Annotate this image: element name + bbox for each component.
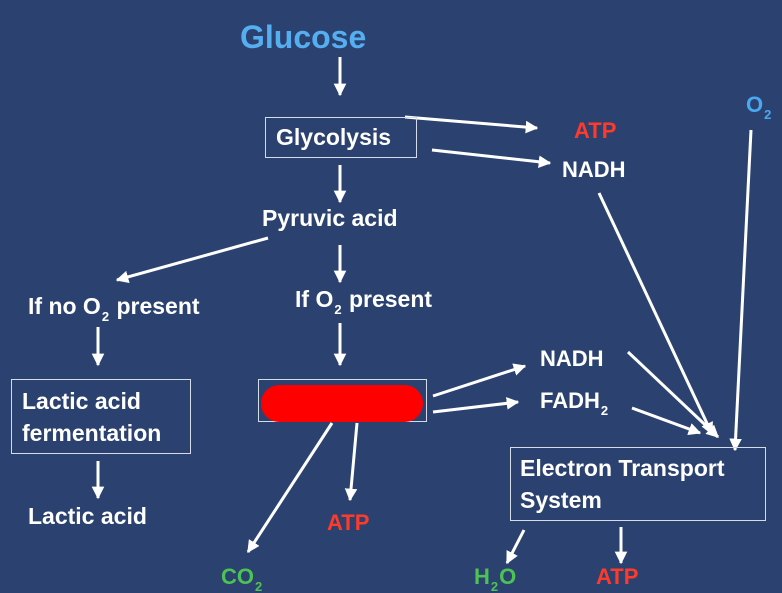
atp-ets-label: ATP (596, 564, 639, 589)
lactic-fermentation-box (11, 379, 191, 454)
glycolysis-box (265, 117, 417, 158)
co2-label: CO2 (221, 564, 263, 593)
electron-transport-box (510, 447, 766, 521)
arrow-krebs-to-nadh (432, 363, 527, 398)
lactic-fermentation-line2: fermentation (22, 420, 162, 446)
redaction-mark (261, 385, 423, 422)
arrow-krebs-to-fadh2 (432, 397, 520, 414)
fadh2-label: FADH2 (540, 388, 609, 418)
nadh-glycolysis-label: NADH (562, 157, 626, 182)
h2o-label: H2O (474, 564, 517, 593)
arrow-krebs-to-co2 (246, 422, 334, 554)
pyruvic-acid-label: Pyruvic acid (262, 205, 398, 231)
lactic-acid-label: Lactic acid (28, 503, 147, 529)
atp-glycolysis-label: ATP (574, 118, 617, 143)
arrow-nadh-glycolysis-to-ets (597, 192, 714, 436)
arrow-glycolysis-to-atp (404, 115, 539, 134)
electron-transport-line2: System (520, 487, 602, 513)
arrow-fadh2-to-ets (631, 406, 702, 436)
arrow-glycolysis-to-nadh (431, 148, 552, 169)
arrow-ets-to-h2o (505, 529, 526, 565)
nadh-krebs-label: NADH (540, 346, 604, 371)
glucose-label: Glucose (240, 19, 367, 55)
arrow-pyruvic-to-no-o2 (115, 236, 269, 284)
electron-transport-line1: Electron Transport (520, 455, 725, 481)
arrow-o2-to-ets (729, 129, 753, 452)
arrow-nadh-krebs-to-ets (626, 350, 720, 439)
glycolysis-label: Glycolysis (276, 124, 392, 150)
atp-krebs-label: ATP (327, 510, 370, 535)
lactic-fermentation-line1: Lactic acid (22, 388, 141, 414)
oxygen-label: O2 (746, 92, 772, 122)
if-oxygen-label: If O2 present (295, 286, 433, 317)
arrow-krebs-to-atp (344, 422, 359, 502)
if-no-oxygen-label: If no O2 present (28, 293, 200, 324)
